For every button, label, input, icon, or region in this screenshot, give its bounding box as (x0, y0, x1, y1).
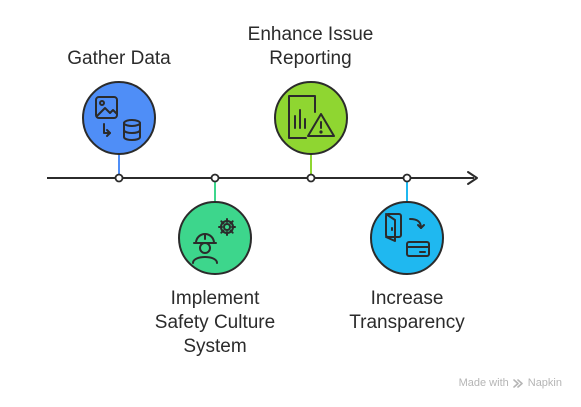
timeline-arrowhead (467, 171, 478, 185)
watermark-brand: Napkin (527, 377, 562, 389)
watermark-made-with: Made with (458, 377, 509, 389)
timeline-dot-2 (210, 173, 220, 183)
napkin-logo-icon (512, 378, 523, 388)
milestone-3-circle (274, 81, 348, 155)
milestone-2-label: Implement Safety Culture System (154, 288, 276, 357)
worker-gear-icon (192, 218, 236, 264)
milestone-3-label: Enhance Issue Reporting (247, 24, 374, 69)
image-to-database-icon (95, 96, 141, 141)
timeline-dot-1 (114, 173, 124, 183)
milestone-1-label: Gather Data (67, 48, 171, 69)
napkin-watermark[interactable]: Made with Napkin (459, 377, 562, 389)
door-to-card-icon (385, 213, 430, 257)
report-warning-icon (288, 95, 335, 139)
milestone-1-circle (82, 81, 156, 155)
timeline-dot-3 (306, 173, 316, 183)
milestone-2-circle (178, 201, 252, 275)
milestone-4-circle (370, 201, 444, 275)
timeline-dot-4 (402, 173, 412, 183)
milestone-4-label: Increase Transparency (349, 288, 465, 333)
